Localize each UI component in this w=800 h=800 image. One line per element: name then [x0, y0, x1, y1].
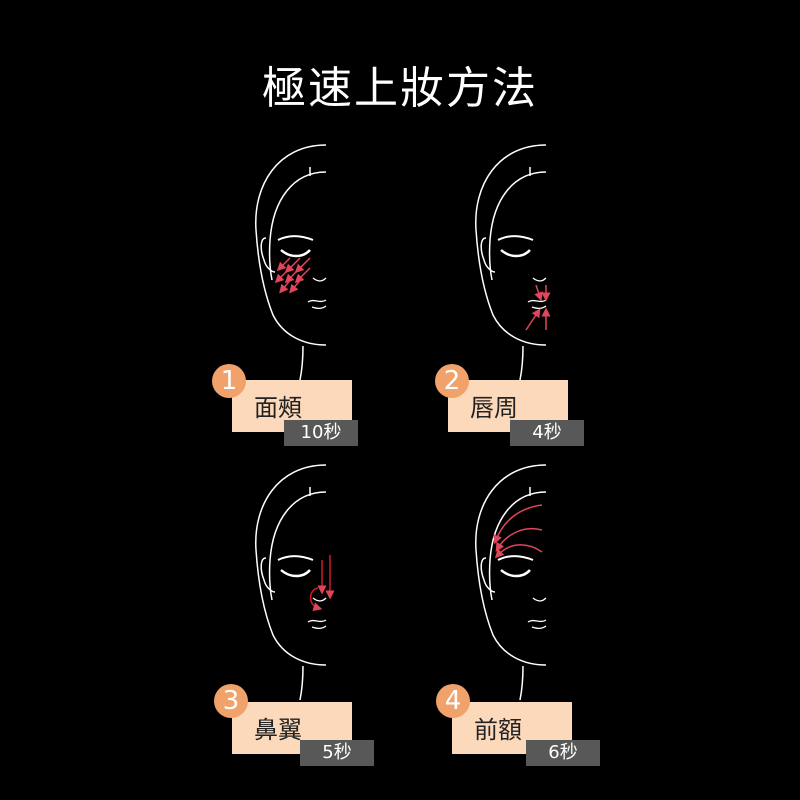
step-2-badge: 2	[435, 364, 469, 398]
step-3-label: 鼻翼	[232, 702, 352, 754]
face-cheek-icon	[254, 143, 328, 380]
step-4-area: 前額	[474, 716, 522, 744]
step-3-area: 鼻翼	[254, 716, 302, 744]
step-2-area: 唇周	[470, 394, 518, 422]
face-nose-icon	[254, 463, 335, 700]
step-2	[452, 140, 672, 460]
face-forehead-icon	[474, 463, 548, 700]
step-4-time: 6秒	[526, 740, 600, 766]
step-1	[232, 140, 452, 460]
face-lips-icon	[474, 143, 551, 380]
step-1-area: 面頰	[254, 394, 302, 422]
step-2-label: 唇周	[448, 380, 568, 432]
step-3-time: 5秒	[300, 740, 374, 766]
step-2-time: 4秒	[510, 420, 584, 446]
step-3-badge: 3	[214, 684, 248, 718]
step-4-badge: 4	[436, 684, 470, 718]
step-1-badge: 1	[212, 364, 246, 398]
step-1-time: 10秒	[284, 420, 358, 446]
page-title: 極速上妝方法	[262, 63, 538, 114]
step-4	[452, 460, 672, 780]
step-3	[232, 460, 452, 780]
